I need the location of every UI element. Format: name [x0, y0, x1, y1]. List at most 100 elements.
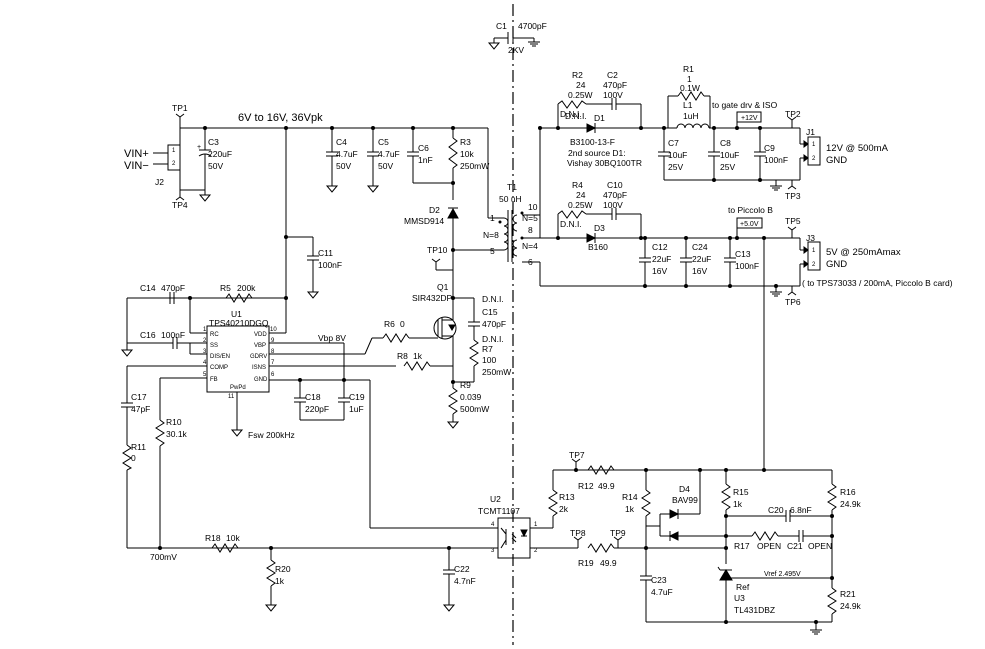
svg-text:D4: D4	[679, 484, 690, 494]
svg-text:TP10: TP10	[427, 245, 448, 255]
svg-text:C7: C7	[668, 138, 679, 148]
vref-label: Vref 2.495V	[764, 571, 801, 578]
c4: C4 4.7uF 50V	[325, 128, 358, 193]
svg-text:1: 1	[812, 142, 816, 148]
svg-text:0.1W: 0.1W	[680, 83, 700, 93]
svg-text:TP8: TP8	[570, 528, 586, 538]
svg-text:100nF: 100nF	[735, 261, 759, 271]
svg-text:2: 2	[812, 262, 816, 268]
svg-text:0: 0	[400, 319, 405, 329]
svg-text:24.9k: 24.9k	[840, 499, 862, 509]
svg-text:24.9k: 24.9k	[840, 601, 862, 611]
svg-text:D.N.I.: D.N.I.	[560, 109, 582, 119]
svg-text:0: 0	[131, 453, 136, 463]
svg-text:Q1: Q1	[437, 282, 449, 292]
svg-text:+5.0V: +5.0V	[740, 221, 759, 228]
c22: C22 4.7nF	[442, 548, 476, 612]
svg-text:0.25W: 0.25W	[568, 90, 593, 100]
l1: L1 1uH	[664, 100, 714, 129]
r9: R9 0.039 500mW	[446, 380, 489, 429]
u1-controller: U1 TPS40210DGQ RC SS DIS/EN COMP FB VDD …	[203, 309, 295, 440]
r2: R2 24 0.25W D.N.I.	[557, 70, 612, 128]
svg-text:B160: B160	[588, 242, 608, 252]
svg-text:7: 7	[271, 360, 275, 366]
svg-text:N=8: N=8	[483, 230, 499, 240]
svg-text:C2: C2	[607, 70, 618, 80]
svg-text:R8: R8	[397, 351, 408, 361]
svg-text:22uF: 22uF	[692, 254, 711, 264]
svg-text:10: 10	[270, 327, 277, 333]
net-12v: +12V	[736, 111, 762, 128]
svg-text:+: +	[197, 144, 201, 151]
svg-text:1k: 1k	[413, 351, 423, 361]
c6: C6 1nF	[407, 128, 453, 184]
svg-text:4.7uF: 4.7uF	[336, 149, 358, 159]
svg-text:C15: C15	[482, 307, 498, 317]
svg-text:Vishay 30BQ100TR: Vishay 30BQ100TR	[567, 158, 642, 168]
svg-text:4.7uF: 4.7uF	[651, 587, 673, 597]
svg-text:1: 1	[203, 327, 207, 333]
svg-text:49.9: 49.9	[600, 558, 617, 568]
svg-text:500mW: 500mW	[460, 404, 489, 414]
svg-text:250mW: 250mW	[460, 161, 489, 171]
c19: C19 1uF	[338, 380, 365, 420]
svg-text:U3: U3	[734, 593, 745, 603]
vin-plus-label: VIN+	[124, 148, 149, 160]
svg-text:D.N.I.: D.N.I.	[560, 219, 582, 229]
svg-text:R5: R5	[220, 283, 231, 293]
c1: C1 4700pF 2KV	[487, 21, 547, 55]
to-piccolo-label: to Piccolo B	[728, 205, 773, 215]
svg-text:D3: D3	[594, 223, 605, 233]
svg-text:R15: R15	[733, 487, 749, 497]
r13: R13 2k	[548, 470, 575, 528]
svg-text:SIR432DP: SIR432DP	[412, 293, 452, 303]
c20: C20 6.8nF	[726, 505, 832, 522]
svg-text:R2: R2	[572, 70, 583, 80]
svg-text:2: 2	[172, 161, 176, 167]
svg-text:GND: GND	[826, 155, 847, 166]
svg-text:2nd source D1:: 2nd source D1:	[568, 148, 626, 158]
tp9: TP9	[610, 528, 626, 548]
svg-text:D.N.I.: D.N.I.	[482, 334, 504, 344]
svg-text:N=4: N=4	[522, 241, 538, 251]
svg-text:220pF: 220pF	[305, 404, 329, 414]
d4: D4 BAV99	[659, 470, 726, 541]
c7: C7 10uF 25V	[658, 128, 687, 180]
svg-text:25V: 25V	[668, 162, 683, 172]
r20: R20 1k	[264, 548, 291, 612]
svg-text:4.7nF: 4.7nF	[454, 576, 476, 586]
svg-text:BAV99: BAV99	[672, 495, 698, 505]
svg-text:30.1k: 30.1k	[166, 429, 188, 439]
r5: R5 200k	[220, 283, 256, 303]
svg-text:0.25W: 0.25W	[568, 200, 593, 210]
svg-text:DIS/EN: DIS/EN	[210, 354, 230, 360]
svg-text:TP7: TP7	[569, 450, 585, 460]
svg-text:R14: R14	[622, 492, 638, 502]
tp7: TP7	[569, 450, 585, 470]
svg-text:470pF: 470pF	[603, 80, 627, 90]
r16: R16 24.9k	[827, 470, 862, 578]
c3: + C3 220uF 50V	[197, 128, 232, 202]
tp4: TP4	[172, 190, 188, 210]
svg-text:12V @ 500mA: 12V @ 500mA	[826, 143, 889, 154]
svg-text:L1: L1	[683, 100, 693, 110]
svg-text:1: 1	[490, 213, 495, 223]
r1: R1 1 0.1W	[667, 64, 711, 128]
svg-text:10k: 10k	[226, 533, 240, 543]
c16: C16 100nF	[127, 330, 207, 349]
svg-text:C21: C21	[787, 541, 803, 551]
svg-text:B3100-13-F: B3100-13-F	[570, 137, 615, 147]
svg-text:TP6: TP6	[785, 297, 801, 307]
svg-text:TP3: TP3	[785, 191, 801, 201]
svg-text:TCMT1107: TCMT1107	[478, 506, 520, 516]
svg-text:24: 24	[576, 80, 586, 90]
svg-text:T1: T1	[507, 182, 517, 192]
svg-text:5: 5	[490, 246, 495, 256]
svg-text:470pF: 470pF	[161, 283, 185, 293]
svg-text:Fsw 200kHz: Fsw 200kHz	[248, 430, 295, 440]
j3-connector: 1 2 J3 5V @ 250mAmax GND ( to TPS73033 /…	[799, 233, 953, 288]
svg-text:TP9: TP9	[610, 528, 626, 538]
tp5: TP5	[785, 216, 801, 238]
svg-text:10: 10	[528, 202, 538, 212]
svg-text:2: 2	[534, 548, 538, 554]
